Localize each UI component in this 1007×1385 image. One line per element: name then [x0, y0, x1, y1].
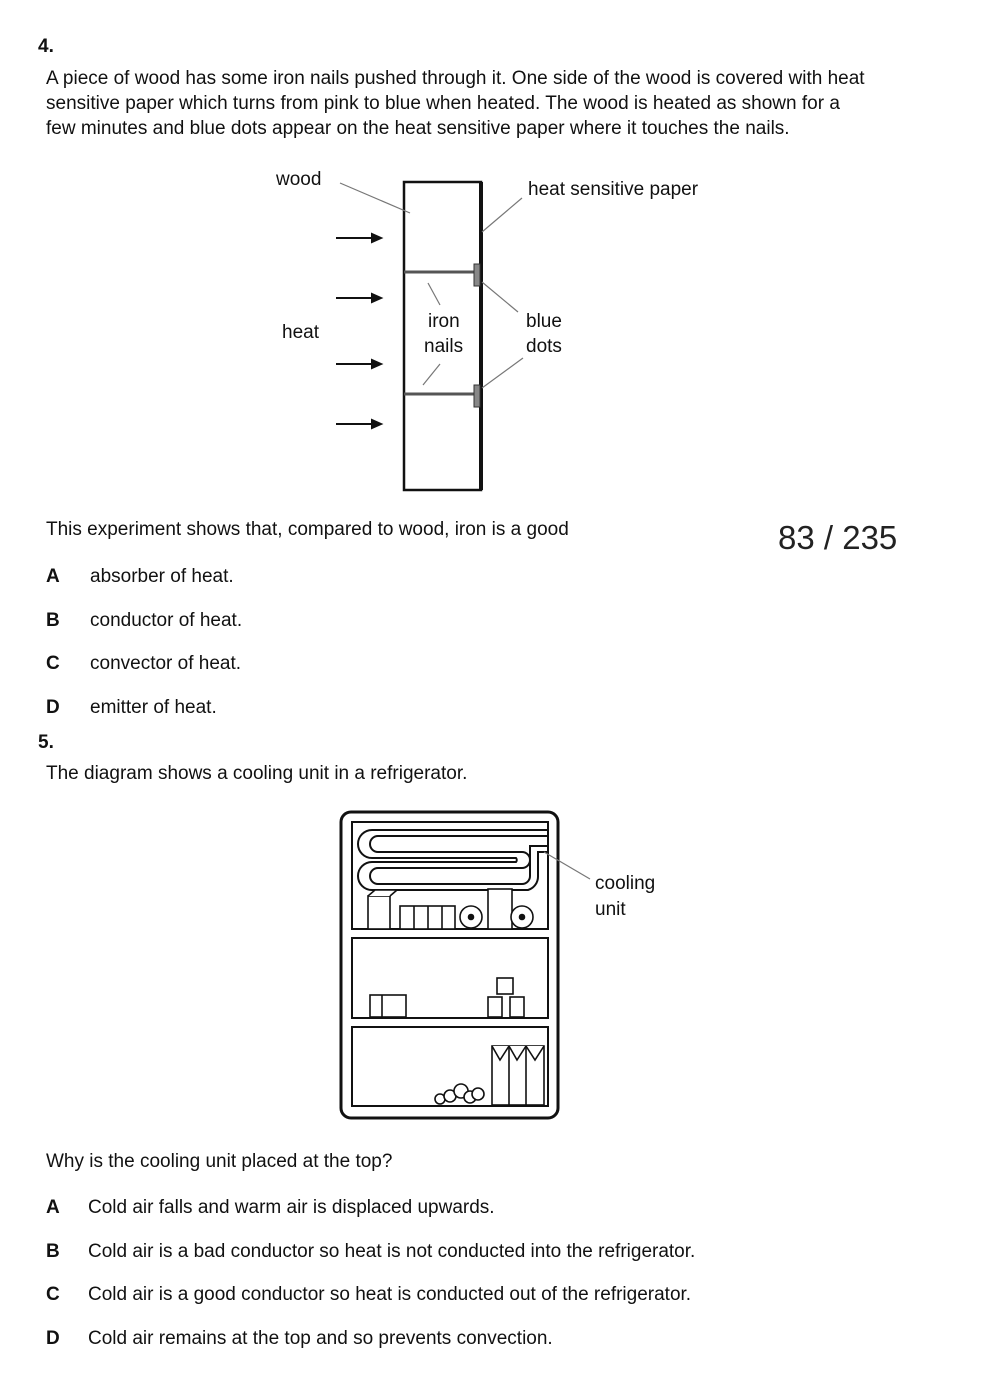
- q4-option-d-text: emitter of heat.: [90, 697, 217, 718]
- top-shelf-items: [367, 888, 534, 930]
- q4-option-a-letter: A: [46, 566, 60, 587]
- q4-option-a-text: absorber of heat.: [90, 566, 234, 587]
- q4-option-b-text: conductor of heat.: [90, 610, 243, 631]
- cooling-unit-coil: [357, 829, 548, 891]
- q4-option-c-text: convector of heat.: [90, 653, 242, 674]
- refrigerator-diagram: [339, 810, 591, 1120]
- q5-option-d-text: Cold air remains at the top and so preve…: [88, 1328, 553, 1349]
- label-nails: nails: [424, 336, 464, 357]
- q5-option-a-text: Cold air falls and warm air is displaced…: [88, 1197, 495, 1218]
- question-4-stem: This experiment shows that, compared to …: [46, 519, 569, 540]
- q4-option-d-letter: D: [46, 697, 60, 718]
- label-blue: blue: [526, 311, 562, 332]
- label-cooling: cooling: [595, 873, 656, 894]
- q4-option-b-letter: B: [46, 610, 60, 631]
- q5-option-c-letter: C: [46, 1284, 60, 1305]
- heat-arrows: [336, 232, 384, 430]
- wood-nails-diagram: [336, 180, 524, 492]
- q5-option-b-letter: B: [46, 1241, 60, 1262]
- q5-option-b[interactable]: B Cold air is a bad conductor so heat is …: [46, 1241, 695, 1263]
- question-5-number: 5.: [38, 732, 54, 753]
- label-heat: heat: [282, 322, 319, 343]
- q5-option-c[interactable]: C Cold air is a good conductor so heat is…: [46, 1284, 691, 1306]
- question-5-intro: The diagram shows a cooling unit in a re…: [46, 763, 468, 784]
- question-4-line-1: A piece of wood has some iron nails push…: [46, 68, 865, 89]
- middle-compartment: [351, 937, 549, 1019]
- leader-lines: [339, 182, 524, 389]
- q5-option-b-text: Cold air is a bad conductor so heat is n…: [88, 1241, 696, 1262]
- question-4-text: A piece of wood has some iron nails push…: [46, 66, 1006, 141]
- label-wood: wood: [276, 169, 322, 190]
- question-4-line-3: few minutes and blue dots appear on the …: [46, 118, 790, 139]
- label-dots: dots: [526, 336, 562, 357]
- label-heat-sensitive-paper: heat sensitive paper: [528, 179, 699, 200]
- bottom-compartment: [351, 1026, 549, 1107]
- q5-option-c-text: Cold air is a good conductor so heat is …: [88, 1284, 692, 1305]
- q4-option-c-letter: C: [46, 653, 60, 674]
- cooling-unit-leader: [543, 851, 591, 880]
- q5-option-a[interactable]: A Cold air falls and warm air is displace…: [46, 1197, 495, 1219]
- question-4-line-2: sensitive paper which turns from pink to…: [46, 93, 840, 114]
- q5-option-d[interactable]: D Cold air remains at the top and so prev…: [46, 1328, 553, 1350]
- bottom-shelf-items: [434, 1045, 545, 1106]
- q5-option-a-letter: A: [46, 1197, 60, 1218]
- q5-option-d-letter: D: [46, 1328, 60, 1349]
- label-unit: unit: [595, 899, 626, 920]
- question-4-number: 4.: [38, 36, 54, 57]
- middle-shelf-items: [369, 977, 525, 1018]
- nail-head-top: [473, 263, 481, 287]
- label-iron: iron: [428, 311, 460, 332]
- question-5-stem: Why is the cooling unit placed at the to…: [46, 1151, 393, 1172]
- nail-head-bottom: [473, 384, 481, 408]
- page-counter: 83 / 235: [778, 519, 898, 556]
- wood-block: [402, 180, 483, 492]
